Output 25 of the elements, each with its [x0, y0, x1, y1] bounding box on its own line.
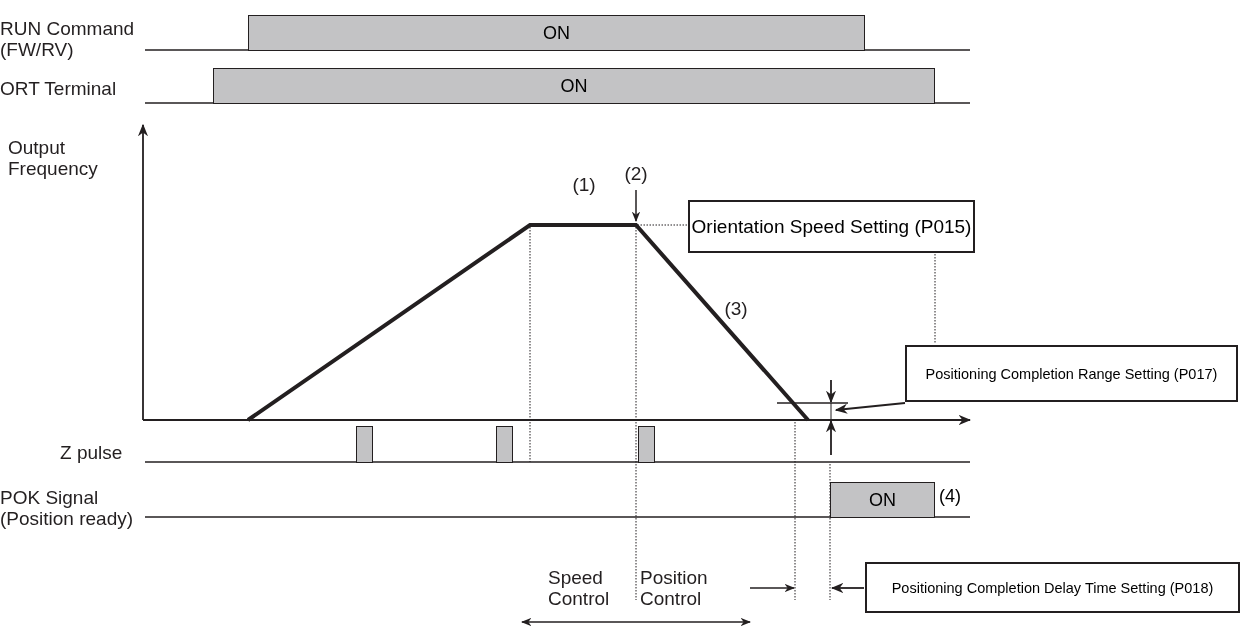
signal-label: RUN Command (FW/RV) [0, 18, 136, 60]
pulse-bar [496, 426, 513, 463]
pulse-bar [638, 426, 655, 463]
on-pulse: ON [248, 15, 865, 51]
signal-label: ORT Terminal [0, 78, 118, 99]
leader-arrow [830, 582, 865, 594]
callout-number: (1) [571, 174, 597, 195]
pulse-bar [356, 426, 373, 463]
leader-arrow [834, 402, 906, 414]
callout-box: Positioning Completion Range Setting (P017) [905, 345, 1238, 402]
range-dimension-mark [825, 379, 837, 456]
callout-number: (3) [723, 298, 749, 319]
region-label: Position Control [640, 567, 709, 609]
callout-box: Orientation Speed Setting (P015) [688, 200, 975, 253]
on-pulse: ON [830, 482, 935, 518]
leader-line [635, 224, 688, 226]
on-pulse: ON [213, 68, 935, 104]
axis-label: Output Frequency [8, 137, 99, 179]
signal-label: Z pulse [60, 442, 124, 463]
region-label: Speed Control [548, 567, 611, 609]
callout-number: (4) [939, 486, 961, 507]
callout-box: Positioning Completion Delay Time Setting (P018) [865, 562, 1240, 613]
callout-number: (2) [623, 163, 649, 184]
signal-label: POK Signal (Position ready) [0, 487, 135, 529]
leader-line [934, 253, 936, 345]
